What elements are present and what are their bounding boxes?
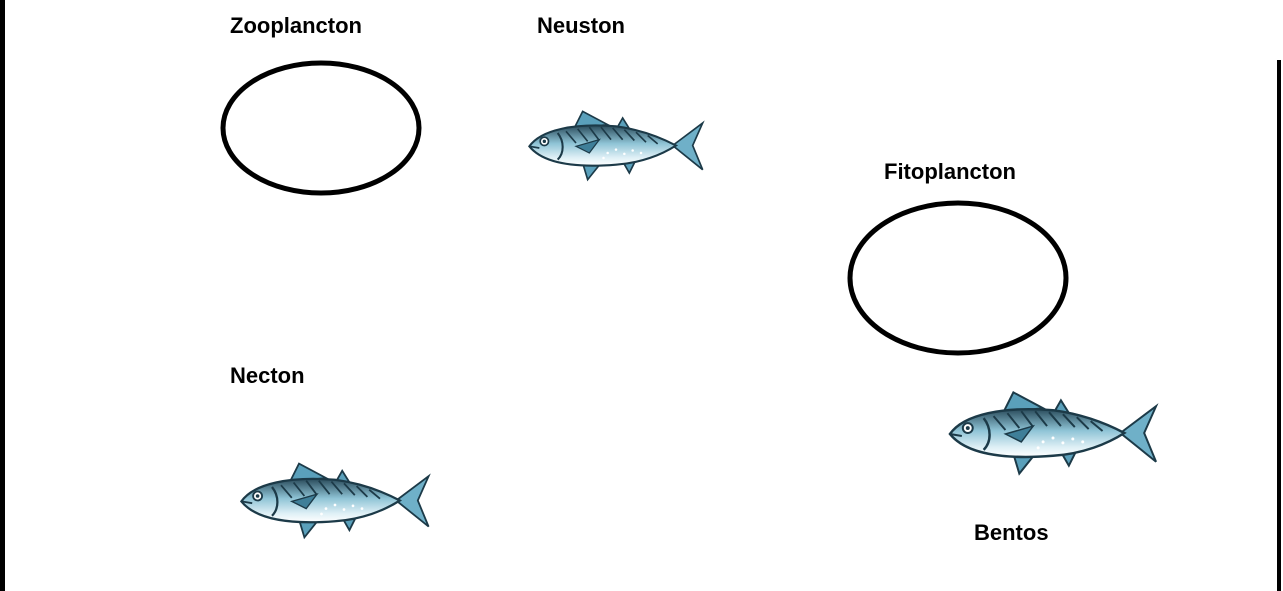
label-zooplancton: Zooplancton: [230, 13, 362, 38]
oval-outline-fitoplancton: [847, 200, 1069, 356]
right-border-bar: [1277, 60, 1281, 591]
fish-icon-bentos: [944, 375, 1162, 491]
fish-icon-neuston: [505, 108, 727, 183]
label-bentos: Bentos: [974, 520, 1049, 545]
label-necton: Necton: [230, 363, 305, 388]
label-neuston: Neuston: [537, 13, 625, 38]
label-fitoplancton: Fitoplancton: [884, 159, 1016, 184]
fish-icon-necton: [236, 458, 434, 543]
left-border-bar: [0, 0, 5, 591]
oval-outline-zooplancton: [220, 60, 422, 196]
